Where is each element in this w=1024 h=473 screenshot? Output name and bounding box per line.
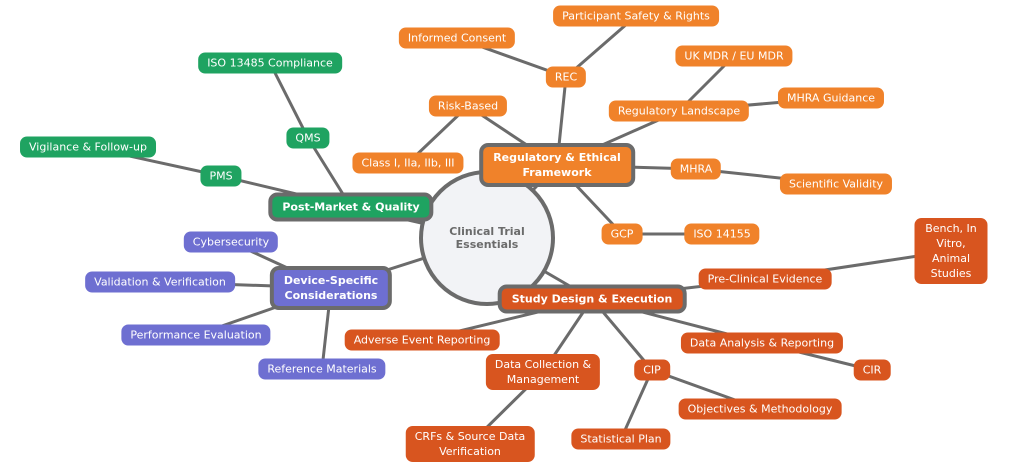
node-scientific-validity[interactable]: Scientific Validity [779, 173, 893, 195]
node-crfs-source-data-verification[interactable]: CRFs & Source Data Verification [405, 426, 535, 462]
node-validation-verification[interactable]: Validation & Verification [85, 271, 235, 293]
branch-post-market-quality[interactable]: Post-Market & Quality [268, 192, 434, 222]
node-risk-based[interactable]: Risk-Based [428, 95, 508, 117]
node-participant-safety-rights[interactable]: Participant Safety & Rights [553, 5, 719, 27]
node-mhra-guidance[interactable]: MHRA Guidance [777, 87, 885, 109]
connector-qms-iso13 [268, 61, 310, 140]
node-bench-in-vitro-animal-studies[interactable]: Bench, In Vitro, Animal Studies [914, 218, 988, 284]
node-data-analysis-reporting[interactable]: Data Analysis & Reporting [680, 332, 844, 354]
node-pms[interactable]: PMS [200, 165, 242, 187]
node-statistical-plan[interactable]: Statistical Plan [571, 428, 671, 450]
node-informed-consent[interactable]: Informed Consent [398, 27, 516, 49]
node-vigilance-follow-up[interactable]: Vigilance & Follow-up [20, 136, 156, 158]
central-topic-label: Clinical Trial Essentials [449, 225, 525, 251]
node-mhra[interactable]: MHRA [670, 158, 722, 180]
node-reference-materials[interactable]: Reference Materials [258, 358, 386, 380]
branch-study-design-execution[interactable]: Study Design & Execution [497, 284, 687, 314]
branch-regulatory-ethical-framework[interactable]: Regulatory & Ethical Framework [479, 143, 635, 187]
node-cip[interactable]: CIP [634, 359, 670, 381]
node-objectives-methodology[interactable]: Objectives & Methodology [678, 398, 842, 420]
node-cybersecurity[interactable]: Cybersecurity [183, 231, 279, 253]
node-pre-clinical-evidence[interactable]: Pre-Clinical Evidence [698, 268, 832, 290]
node-device-class[interactable]: Class I, IIa, IIb, III [352, 152, 464, 174]
node-iso-14155[interactable]: ISO 14155 [684, 223, 760, 245]
connector-cip-stat [619, 368, 654, 441]
node-gcp[interactable]: GCP [601, 223, 643, 245]
node-regulatory-landscape[interactable]: Regulatory Landscape [608, 100, 750, 122]
node-performance-evaluation[interactable]: Performance Evaluation [121, 324, 271, 346]
node-rec[interactable]: REC [545, 66, 587, 88]
node-adverse-event-reporting[interactable]: Adverse Event Reporting [344, 329, 500, 351]
node-iso-13485-compliance[interactable]: ISO 13485 Compliance [198, 52, 342, 74]
node-data-collection-management[interactable]: Data Collection & Management [485, 354, 601, 390]
node-uk-eu-mdr[interactable]: UK MDR / EU MDR [675, 45, 793, 67]
branch-device-specific-considerations[interactable]: Device-Specific Considerations [269, 266, 393, 310]
central-topic[interactable]: Clinical Trial Essentials [419, 170, 555, 306]
node-qms[interactable]: QMS [286, 127, 330, 149]
node-cir[interactable]: CIR [853, 359, 891, 381]
